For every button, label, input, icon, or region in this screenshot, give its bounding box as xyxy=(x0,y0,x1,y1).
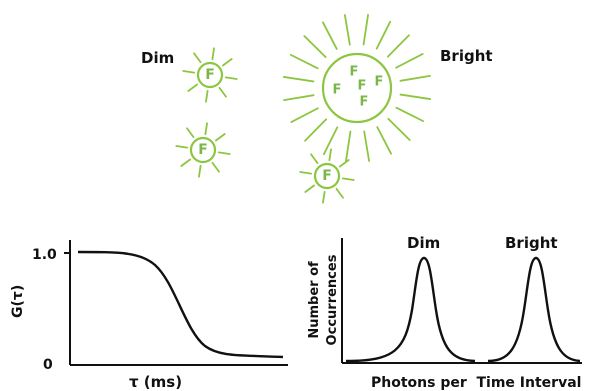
light-ray xyxy=(328,148,332,162)
light-ray xyxy=(221,58,233,67)
light-ray xyxy=(399,93,432,100)
light-ray xyxy=(182,70,196,74)
light-ray xyxy=(205,89,209,103)
dim-molecule-3: F xyxy=(299,148,355,204)
histogram-y-label-line1: Number of xyxy=(307,261,322,339)
photon-histogram: Dim Bright Number of Occurrences Photons… xyxy=(307,234,582,391)
light-ray xyxy=(175,145,189,149)
light-ray xyxy=(386,34,410,58)
histogram-bright-label: Bright xyxy=(505,234,558,252)
fluorophore-letter: F xyxy=(198,142,208,158)
light-ray xyxy=(180,158,192,167)
autocorr-x-axis-label: τ (ms) xyxy=(129,373,182,391)
molecule-circle xyxy=(313,162,341,190)
autocorrelation-plot: 1.0 0 G(τ) τ (ms) xyxy=(10,240,288,391)
light-ray xyxy=(322,190,326,204)
light-ray xyxy=(322,21,338,50)
light-ray xyxy=(376,126,392,155)
light-ray xyxy=(335,187,344,199)
light-ray xyxy=(363,130,370,162)
light-ray xyxy=(217,151,231,155)
light-ray xyxy=(211,47,215,61)
light-ray xyxy=(282,76,315,83)
fluorophore-letter: F xyxy=(358,79,367,94)
light-ray xyxy=(193,52,202,64)
histogram-y-label-line2: Occurrences xyxy=(325,254,340,345)
light-ray xyxy=(211,161,220,173)
light-ray xyxy=(224,76,238,80)
light-ray xyxy=(198,164,202,178)
light-ray xyxy=(387,117,411,141)
autocorr-y-tick-label-0: 0 xyxy=(43,357,53,373)
autocorr-y-tick-label-1: 1.0 xyxy=(32,247,57,263)
light-ray xyxy=(395,53,424,69)
histogram-dim-label: Dim xyxy=(407,234,440,252)
light-ray xyxy=(204,122,208,136)
light-ray xyxy=(399,75,431,82)
fluorophore-letter: F xyxy=(322,168,332,184)
fluorophore-letter: F xyxy=(205,67,215,83)
molecule-circle xyxy=(321,52,393,124)
dim-molecule-2: F xyxy=(175,122,231,178)
dim-molecule-1: F xyxy=(182,47,238,103)
dim-peak-curve xyxy=(345,256,476,363)
molecule-circle xyxy=(196,61,224,89)
light-ray xyxy=(338,159,350,168)
light-ray xyxy=(395,106,425,123)
light-ray xyxy=(186,127,195,139)
light-ray xyxy=(341,177,355,181)
molecule-circle xyxy=(189,136,217,164)
light-ray xyxy=(289,53,319,70)
light-ray xyxy=(218,86,227,98)
light-ray xyxy=(214,133,226,142)
fluorophore-letter: F xyxy=(360,95,369,110)
fluorophore-letter: F xyxy=(333,83,342,98)
light-ray xyxy=(187,83,199,92)
light-ray xyxy=(283,94,315,101)
light-ray xyxy=(290,107,319,123)
light-ray xyxy=(362,13,369,46)
light-ray xyxy=(299,171,313,175)
autocorr-y-axis-label: G(τ) xyxy=(10,285,26,318)
light-ray xyxy=(304,184,316,193)
bright-peak-curve xyxy=(487,256,581,363)
histogram-x-axis-label: Photons per Time Interval xyxy=(371,375,581,391)
fluorophore-letter: F xyxy=(375,75,384,90)
autocorrelation-curve xyxy=(77,250,284,359)
dim-molecules-label: Dim xyxy=(141,49,174,67)
light-ray xyxy=(310,153,319,165)
bright-molecule-label: Bright xyxy=(440,47,493,65)
light-ray xyxy=(375,20,392,50)
light-ray xyxy=(304,118,328,142)
fluorophore-letter: F xyxy=(350,65,359,80)
light-ray xyxy=(344,14,351,46)
light-ray xyxy=(345,130,352,163)
light-ray xyxy=(322,126,339,156)
light-ray xyxy=(303,35,327,59)
